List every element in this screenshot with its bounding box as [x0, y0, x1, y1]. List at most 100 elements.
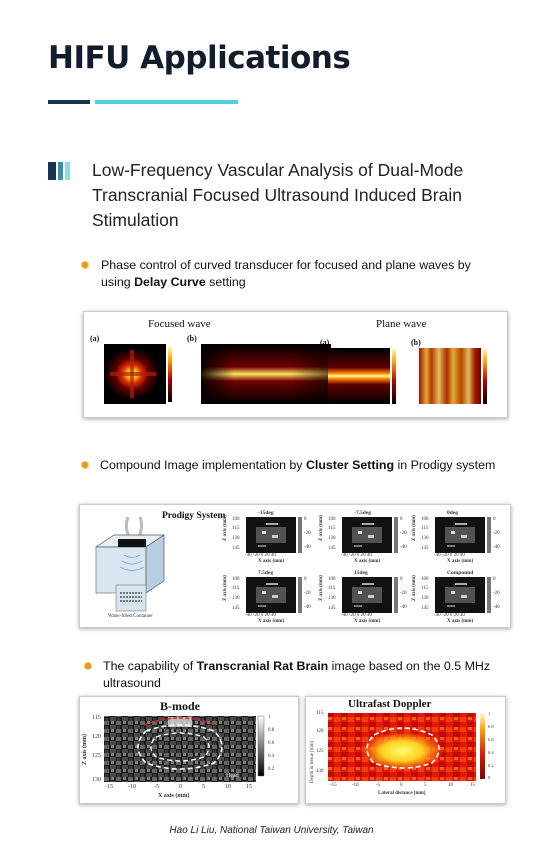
subpanel-cb-tick: 0 — [400, 577, 403, 582]
subpanel-y-tick: 100 — [421, 577, 429, 582]
doppler-figure-panel: Ultrafast Doppler Depth in tissue [mm] 1… — [305, 696, 506, 804]
bullet-dot-icon — [82, 462, 88, 468]
doppler-cb-tick: 0.6 — [488, 737, 494, 742]
bmode-x-label: X axis (mm) — [158, 793, 190, 799]
focused-label-a: (a) — [90, 334, 100, 343]
bmode-x-tick: -15 — [105, 784, 113, 790]
subpanel-cb-tick: -20 — [400, 591, 407, 596]
subpanel-y-tick: 145 — [232, 546, 240, 551]
bmode-y-tick: 120 — [92, 734, 101, 740]
bmode-image — [104, 715, 265, 782]
plane-label-b: (b) — [411, 338, 421, 347]
subpanel-x-ticks: -40 -20 0 20 40 — [434, 613, 465, 618]
subpanel-y-tick: 115 — [421, 586, 429, 591]
subpanel-y-tick: 100 — [328, 577, 336, 582]
bmode-title: B-mode — [160, 699, 200, 713]
page-title: HIFU Applications — [48, 40, 351, 76]
doppler-x-tick: 0 — [400, 783, 403, 788]
subpanel-cb-tick: -40 — [304, 545, 311, 550]
bullet-2-bold: Cluster Setting — [305, 458, 395, 472]
bullet-3-bold: Transcranial Rat Brain — [196, 659, 329, 673]
subpanel-cb-tick: 0 — [493, 517, 496, 522]
subpanel-cb-tick: -40 — [400, 545, 407, 550]
bmode-head-label: Head — [226, 773, 239, 779]
bullet-1-suffix: setting — [205, 275, 246, 289]
doppler-y-tick: 115 — [316, 711, 324, 716]
doppler-x-tick: 15 — [470, 783, 475, 788]
subpanel-y-label: Z axis (mm) — [223, 575, 228, 601]
doppler-cb-tick: 1 — [488, 711, 491, 716]
bmode-x-tick: 10 — [225, 784, 231, 790]
doppler-y-tick: 120 — [316, 729, 324, 734]
subpanel-cb-tick: 0 — [304, 577, 307, 582]
subpanel-y-tick: 115 — [328, 526, 336, 531]
title-underline-dark — [48, 100, 90, 104]
bullet-1: Phase control of curved transducer for f… — [82, 257, 503, 291]
bmode-cb-tick: 0.4 — [268, 754, 275, 759]
bullet-2-text: Compound Image implementation by — [100, 458, 306, 472]
subpanel-title: 15deg — [354, 570, 368, 576]
bmode-cb-tick: 0.2 — [268, 767, 275, 772]
subpanel-cb-tick: -40 — [400, 605, 407, 610]
doppler-x-tick: -5 — [376, 783, 381, 788]
subpanel-y-label: Z axis (mm) — [319, 515, 324, 541]
subpanel-y-label: Z axis (mm) — [412, 515, 417, 541]
subpanel-y-tick: 130 — [232, 536, 240, 541]
doppler-x-tick: 5 — [424, 783, 427, 788]
bullet-3-suffix: image based on the 0.5 MHz ultrasound — [103, 659, 491, 690]
doppler-y-label: Depth in tissue [mm] — [310, 740, 315, 783]
prodigy-figure-panel: Prodigy System Water-filled Container -1… — [79, 504, 511, 628]
bullet-1-text: Phase control of curved transducer for f… — [101, 258, 471, 289]
doppler-image — [328, 713, 485, 781]
subpanel-cb-tick: -40 — [493, 545, 500, 550]
subpanel-y-tick: 115 — [232, 526, 240, 531]
doppler-y-tick: 130 — [316, 769, 324, 774]
subpanel-bmode-image — [435, 577, 491, 613]
bmode-x-tick: -10 — [128, 784, 136, 790]
subpanel-bmode-image — [435, 517, 491, 553]
subpanel-y-tick: 130 — [421, 596, 429, 601]
subpanel-x-label: X axis (mm) — [447, 619, 474, 624]
subpanel-y-tick: 100 — [421, 517, 429, 522]
doppler-x-tick: -10 — [352, 783, 359, 788]
prodigy-system-title: Prodigy System — [162, 511, 226, 521]
subpanel-x-ticks: -40 -20 0 20 40 — [245, 553, 276, 558]
bullet-dot-icon — [85, 663, 91, 669]
doppler-cb-tick: 0 — [488, 775, 491, 780]
subpanel-cb-tick: -20 — [493, 531, 500, 536]
bullet-1-bold: Delay Curve — [134, 275, 206, 289]
subpanel-x-ticks: -40 -20 0 20 40 — [434, 553, 465, 558]
subpanel-y-tick: 100 — [232, 517, 240, 522]
subpanel-cb-tick: -20 — [493, 591, 500, 596]
doppler-cb-tick: 0.4 — [488, 750, 494, 755]
subpanel-y-tick: 145 — [328, 606, 336, 611]
subpanel-y-tick: 130 — [421, 536, 429, 541]
doppler-cb-tick: 0.8 — [488, 724, 494, 729]
subpanel-cb-tick: -20 — [400, 531, 407, 536]
subpanel-y-tick: 130 — [328, 536, 336, 541]
doppler-x-tick: 10 — [448, 783, 453, 788]
wave-heatmaps — [104, 344, 487, 404]
doppler-y-tick: 125 — [316, 749, 324, 754]
subpanel-bmode-image — [246, 577, 302, 613]
subpanel-y-tick: 145 — [328, 546, 336, 551]
subpanel-bmode-image — [342, 517, 398, 553]
subpanel-bmode-image — [342, 577, 398, 613]
subpanel-y-label: Z axis (mm) — [223, 515, 228, 541]
bmode-y-tick: 115 — [92, 715, 101, 721]
bmode-y-tick: 125 — [92, 753, 101, 759]
doppler-cb-tick: 0.2 — [488, 763, 494, 768]
subpanel-y-tick: 130 — [328, 596, 336, 601]
subpanel-y-tick: 130 — [232, 596, 240, 601]
plane-label-a: (a) — [320, 338, 330, 347]
bmode-x-tick: 0 — [179, 784, 182, 790]
subpanel-cb-tick: -40 — [493, 605, 500, 610]
bmode-x-tick: 15 — [246, 784, 252, 790]
bmode-figure-panel: B-mode Z axis (mm) 115 120 125 130 -15 -… — [79, 696, 299, 804]
doppler-x-label: Lateral distance [mm] — [378, 791, 426, 796]
subpanel-bmode-image — [246, 517, 302, 553]
subpanel-x-ticks: -40 -20 0 20 40 — [245, 613, 276, 618]
subpanel-cb-tick: -20 — [304, 591, 311, 596]
